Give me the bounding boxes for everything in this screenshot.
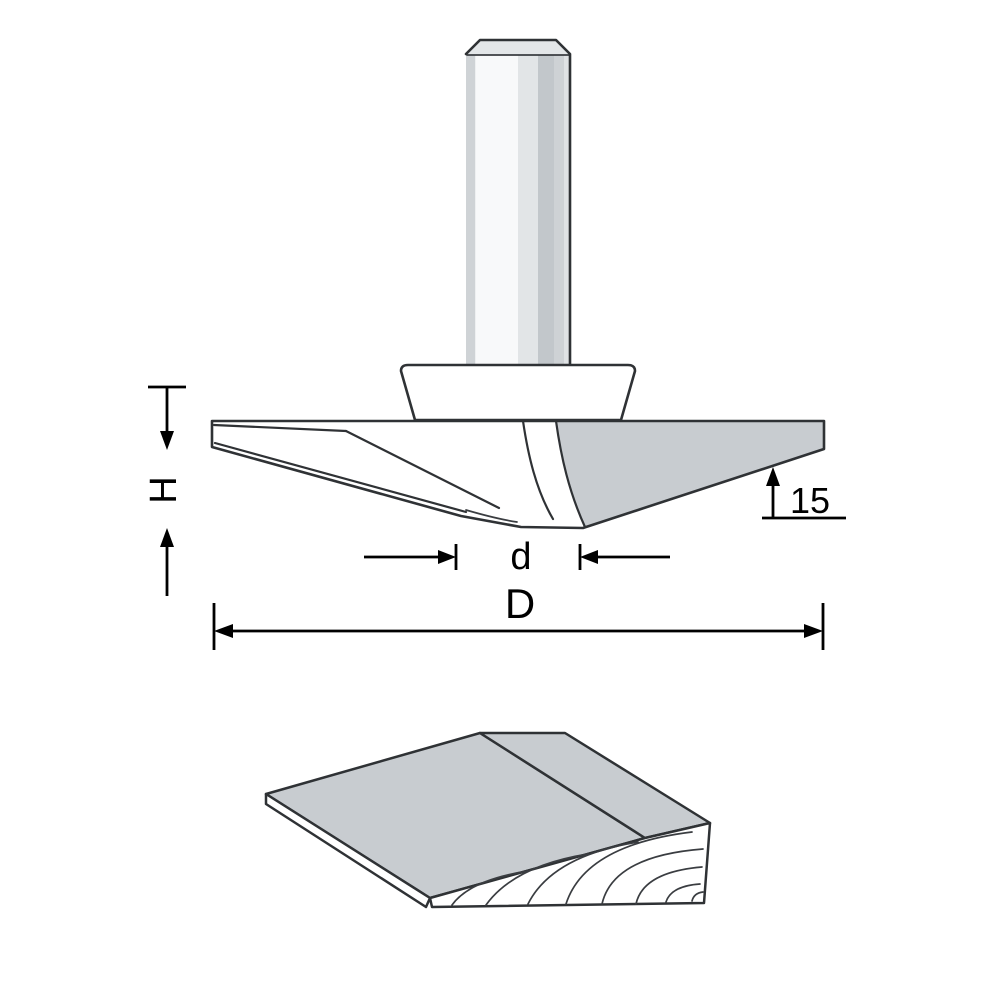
cutter-inner-curve bbox=[521, 419, 555, 521]
growth-ring bbox=[635, 866, 703, 905]
wood-profile-sample bbox=[264, 731, 712, 909]
d-arrow-right bbox=[438, 550, 456, 564]
dimension-d: d bbox=[364, 536, 670, 578]
cutter-wedge-line bbox=[212, 423, 348, 433]
h-arrow-down bbox=[160, 431, 174, 450]
shank-shade-band bbox=[538, 55, 554, 366]
angle-arrow-up bbox=[766, 467, 780, 486]
cutter-edge-strip bbox=[213, 441, 468, 514]
growth-ring bbox=[565, 831, 693, 905]
dimension-D: D bbox=[212, 580, 825, 650]
label-large-diameter: D bbox=[505, 580, 535, 627]
cutter-head bbox=[210, 419, 826, 530]
wood-left-edge bbox=[264, 792, 432, 909]
cutter-tip-arc bbox=[465, 509, 518, 523]
cutter-flute-edge bbox=[344, 429, 501, 510]
cutter-flute-curve bbox=[554, 419, 587, 529]
growth-ring bbox=[601, 848, 704, 905]
label-height: H bbox=[143, 476, 185, 503]
growth-ring bbox=[451, 870, 529, 906]
dimension-H: H bbox=[143, 385, 186, 596]
shank bbox=[464, 38, 572, 368]
label-small-diameter: d bbox=[510, 536, 531, 578]
growth-ring bbox=[527, 841, 639, 905]
shank-highlight bbox=[476, 55, 518, 366]
growth-ring-arcs bbox=[451, 831, 704, 906]
label-angle: 15 bbox=[790, 480, 830, 521]
dimension-angle: 15 bbox=[762, 467, 846, 521]
shank-shade-left bbox=[466, 55, 475, 366]
growth-ring bbox=[691, 891, 704, 902]
growth-ring bbox=[665, 883, 701, 903]
shank-top-chamfer bbox=[466, 40, 570, 54]
D-arrow-right bbox=[804, 624, 823, 638]
collar bbox=[399, 363, 637, 422]
shank-shade-right bbox=[564, 55, 569, 366]
cutter-bevel-face-gray bbox=[556, 421, 824, 527]
D-arrow-left bbox=[214, 624, 233, 638]
collar-body bbox=[399, 363, 637, 422]
cutter-outline bbox=[210, 419, 826, 530]
growth-ring bbox=[485, 853, 589, 906]
d-arrow-left bbox=[580, 550, 598, 564]
shank-shade-mid bbox=[518, 55, 538, 366]
shank-shade-band2 bbox=[554, 55, 564, 366]
